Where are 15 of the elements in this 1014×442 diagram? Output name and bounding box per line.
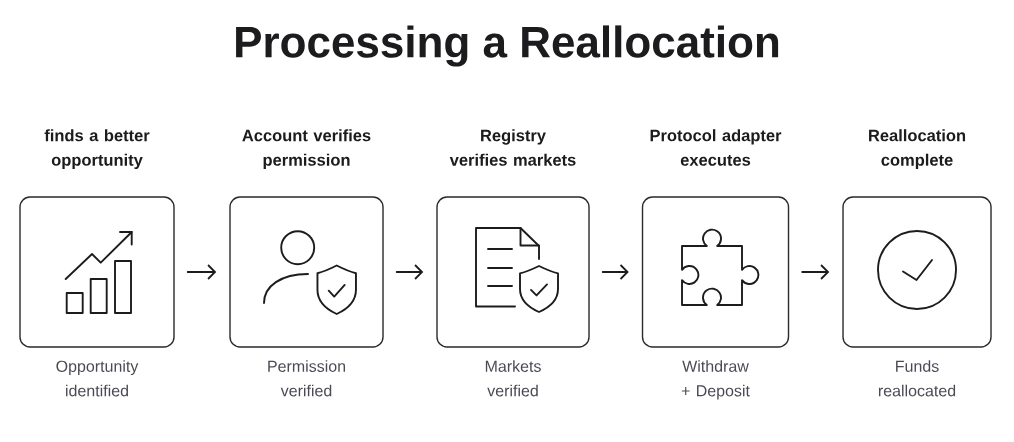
step-caption: Opportunity identified <box>56 360 139 397</box>
step-heading: finds a better opportunity <box>44 129 150 170</box>
step-caption: Permission verified <box>268 360 345 397</box>
arrow <box>601 264 629 280</box>
step-caption: Markets verified <box>485 360 541 397</box>
arrow <box>801 264 830 280</box>
step-caption: Funds reallocated <box>878 360 956 397</box>
step-heading: Reallocation complete <box>869 129 966 170</box>
arrow <box>186 264 217 280</box>
step-heading: Registry verifies markets <box>449 129 576 166</box>
step-caption: Withdraw + Deposit <box>681 360 750 400</box>
step-heading: Account verifies permission <box>242 129 371 170</box>
arrow <box>395 264 424 280</box>
step-heading: Protocol adapter executes <box>650 129 782 166</box>
title: Processing a Reallocation <box>236 25 779 67</box>
